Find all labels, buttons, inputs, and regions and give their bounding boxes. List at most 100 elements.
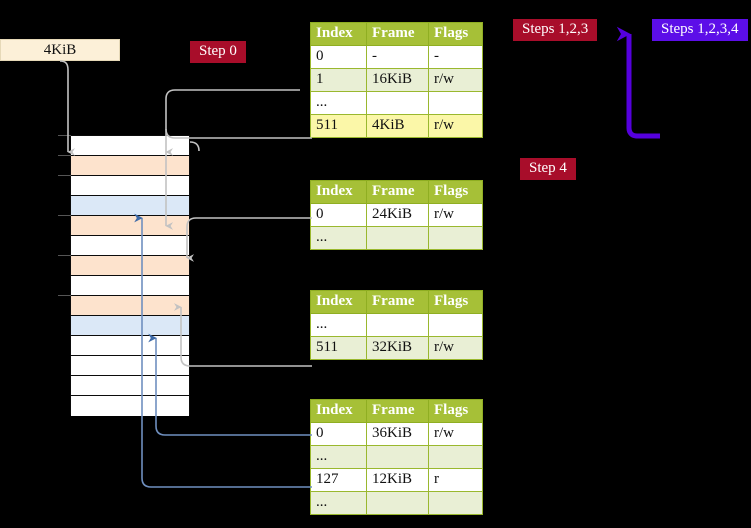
column-header: Frame: [366, 399, 429, 423]
column-header: Flags: [428, 180, 483, 204]
steps-123-badge-label: Steps 1,2,3: [522, 21, 589, 37]
table-cell: 24KiB: [366, 203, 429, 227]
step-4-badge: Step 4: [520, 158, 576, 181]
memory-tick: [58, 155, 71, 156]
table-cell: [366, 445, 429, 469]
table-cell: [428, 91, 483, 115]
column-header: Index: [310, 180, 367, 204]
steps-bracket-arrow: [616, 26, 660, 139]
table-cell: r/w: [428, 203, 483, 227]
memory-tick: [58, 215, 71, 216]
table-cell: r: [428, 468, 483, 492]
column-header: Index: [310, 22, 367, 46]
step-0-badge-label: Step 0: [199, 43, 237, 59]
table-row: ...: [310, 313, 483, 337]
wire-table1-branch: [186, 217, 312, 262]
table-cell: -: [428, 45, 483, 69]
memory-frame-row: [71, 216, 189, 236]
table-cell: 0: [310, 422, 367, 446]
memory-tick: [58, 135, 71, 136]
table-cell: 511: [310, 114, 367, 138]
memory-frame-row: [71, 296, 189, 316]
table-row: ...: [310, 491, 483, 515]
table-cell: ...: [310, 91, 367, 115]
wire-table2-up: [174, 303, 312, 367]
table-cell: r/w: [428, 68, 483, 92]
column-header: Index: [310, 290, 367, 314]
wire-hook-a: [189, 141, 200, 152]
table-row: 0--: [310, 45, 483, 69]
table-row: ...: [310, 226, 483, 250]
table-cell: 127: [310, 468, 367, 492]
table-cell: 36KiB: [366, 422, 429, 446]
memory-frame-row: [71, 376, 189, 396]
table-row: ...: [310, 91, 483, 115]
memory-frame-row: [71, 316, 189, 336]
table-cell: r/w: [428, 336, 483, 360]
steps-123-badge: Steps 1,2,3: [513, 19, 598, 42]
physical-memory-column: [70, 135, 190, 416]
table-cell: ...: [310, 445, 367, 469]
source-frame-label: 4KiB: [43, 41, 77, 58]
table-row: ...: [310, 445, 483, 469]
table-cell: 0: [310, 203, 367, 227]
table-cell: 12KiB: [366, 468, 429, 492]
steps-1234-badge: Steps 1,2,3,4: [652, 19, 748, 42]
table-cell: ...: [310, 313, 367, 337]
step-0-badge: Step 0: [190, 41, 246, 64]
memory-tick: [58, 255, 71, 256]
source-frame-box: 4KiB: [0, 39, 120, 61]
column-header: Flags: [428, 399, 483, 423]
table-cell: [366, 226, 429, 250]
memory-frame-row: [71, 196, 189, 216]
table-cell: 4KiB: [366, 114, 429, 138]
table-cell: r/w: [428, 422, 483, 446]
column-header: Frame: [366, 22, 429, 46]
table-cell: -: [366, 45, 429, 69]
column-header: Frame: [366, 290, 429, 314]
memory-frame-row: [71, 336, 189, 356]
table-cell: [366, 491, 429, 515]
column-header: Frame: [366, 180, 429, 204]
table-cell: [428, 226, 483, 250]
table-cell: ...: [310, 226, 367, 250]
table-cell: 1: [310, 68, 367, 92]
step-4-badge-label: Step 4: [529, 160, 567, 176]
memory-frame-row: [71, 176, 189, 196]
memory-tick: [58, 295, 71, 296]
memory-frame-row: [71, 236, 189, 256]
column-header: Index: [310, 399, 367, 423]
table-cell: [366, 91, 429, 115]
table-cell: [428, 445, 483, 469]
memory-frame-row: [71, 396, 189, 416]
wire-4kib-to-memory: [59, 60, 75, 156]
table-cell: 32KiB: [366, 336, 429, 360]
table-cell: [366, 313, 429, 337]
column-header: Flags: [428, 290, 483, 314]
memory-frame-row: [71, 256, 189, 276]
steps-1234-badge-label: Steps 1,2,3,4: [661, 21, 739, 37]
wire-table0-to-left: [165, 89, 312, 139]
memory-frame-row: [71, 156, 189, 176]
memory-frame-row: [71, 136, 189, 156]
table-cell: r/w: [428, 114, 483, 138]
column-header: Flags: [428, 22, 483, 46]
table-cell: ...: [310, 491, 367, 515]
table-cell: 0: [310, 45, 367, 69]
memory-frame-row: [71, 356, 189, 376]
